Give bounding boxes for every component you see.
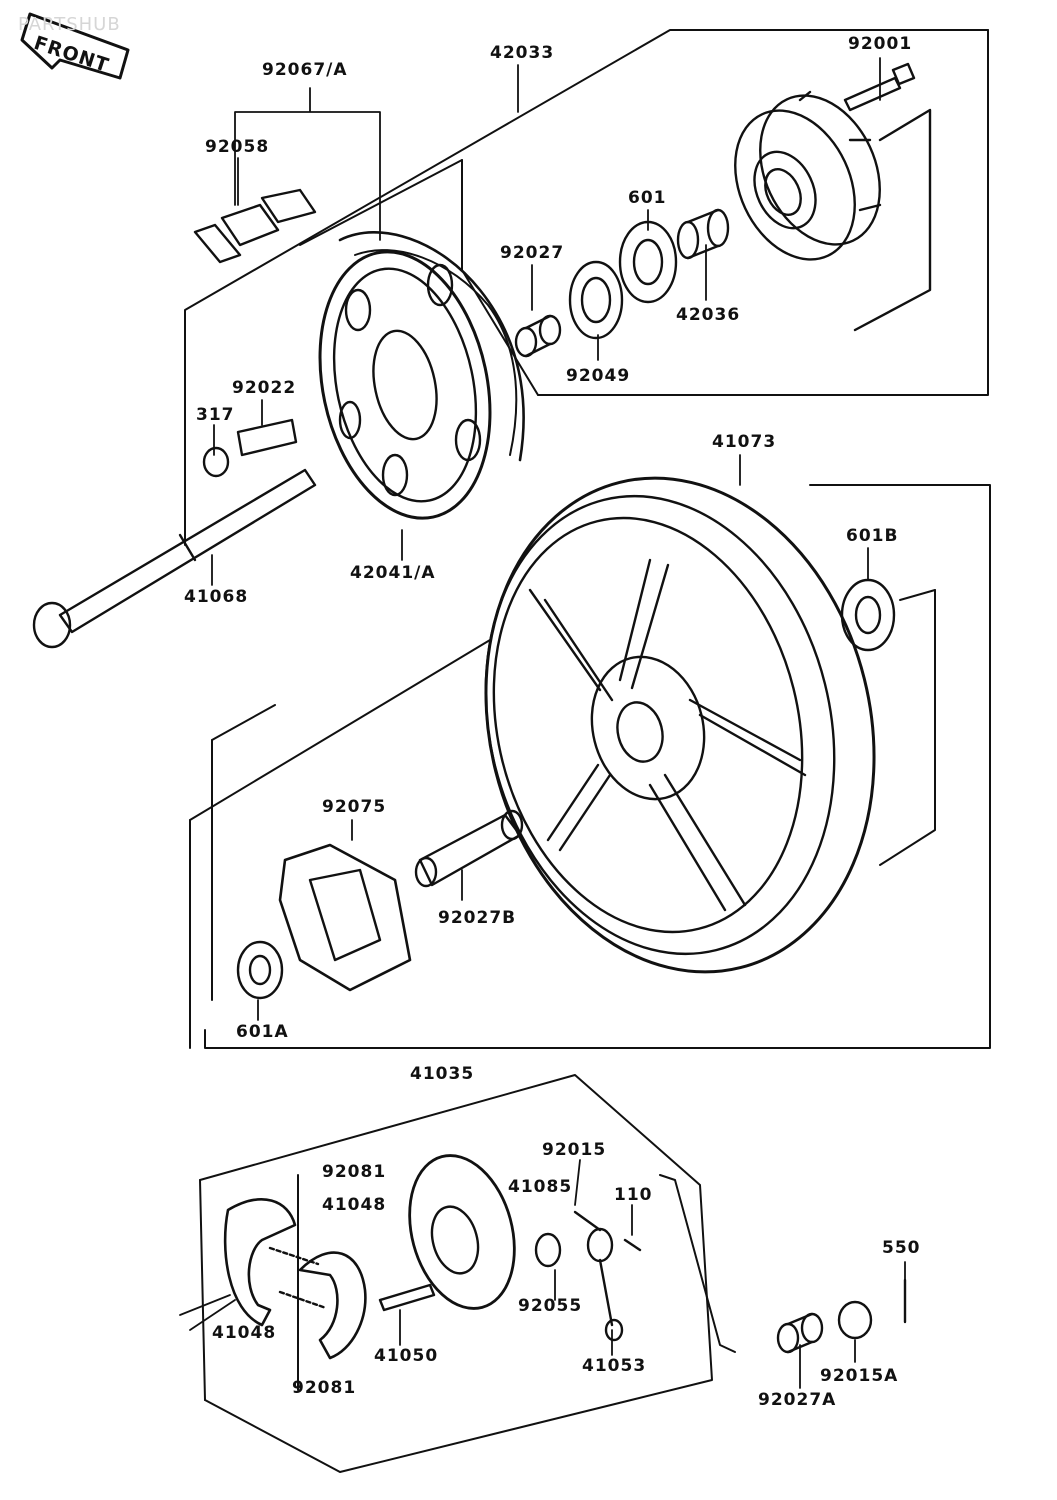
brake-cam-41050	[378, 1283, 436, 1312]
part-label: 92027B	[438, 908, 517, 928]
brake-assembly-outline	[199, 1074, 736, 1473]
front-arrow-icon	[20, 12, 130, 80]
chain-master-link-92058	[193, 188, 317, 264]
part-label: 41048	[212, 1323, 277, 1343]
cam-lever-41053	[586, 1227, 624, 1342]
part-label: 92027A	[758, 1390, 837, 1410]
part-label: 92001	[848, 34, 913, 54]
watermark: PARTSHUB	[18, 14, 121, 35]
spring-92081	[268, 1246, 328, 1310]
spacer-92027	[514, 314, 562, 358]
collar-42036	[676, 208, 730, 260]
bolt-92015	[573, 1210, 602, 1232]
part-label: 92027	[500, 243, 565, 263]
part-label: 41085	[508, 1177, 573, 1197]
axle-41068	[32, 468, 317, 649]
part-label: 92067/A	[262, 60, 348, 80]
bearing-601	[618, 220, 678, 304]
part-label: 42041/A	[350, 563, 436, 583]
seal-92055	[534, 1232, 562, 1268]
part-label: 550	[882, 1238, 921, 1258]
rear-sprocket-42041A	[318, 250, 492, 520]
lock-washer-92022	[236, 418, 298, 457]
rear-wheel-41073	[484, 476, 876, 974]
bearing-601A	[236, 940, 284, 1000]
oil-seal-92049	[568, 260, 624, 340]
leader-lines	[211, 57, 881, 1021]
axle-nut-92015A	[837, 1300, 873, 1340]
part-label: 92015A	[820, 1366, 899, 1386]
part-label: 41073	[712, 432, 777, 452]
bearing-601B	[840, 578, 896, 652]
bolt-92001	[843, 62, 916, 112]
part-label: 41048	[322, 1195, 387, 1215]
spacer-92027B	[414, 809, 524, 888]
drive-chain	[338, 231, 525, 462]
part-label: 92015	[542, 1140, 607, 1160]
part-label: 92081	[322, 1162, 387, 1182]
part-label: 41035	[410, 1064, 475, 1084]
part-label: 92049	[566, 366, 631, 386]
part-label: 41050	[374, 1346, 439, 1366]
wheel-damper-92075	[278, 843, 412, 992]
upper-assembly-outline	[184, 29, 991, 1049]
part-label: 601B	[846, 526, 899, 546]
part-label: 92081	[292, 1378, 357, 1398]
part-label: 92075	[322, 797, 387, 817]
nut-110	[623, 1238, 642, 1252]
part-label: 41068	[184, 587, 249, 607]
part-label: 601	[628, 188, 667, 208]
nut-317	[202, 446, 230, 478]
brake-shoe-41048	[223, 1198, 367, 1360]
sprocket-coupling-hub	[734, 90, 932, 332]
part-label: 92022	[232, 378, 297, 398]
part-label: 601A	[236, 1022, 289, 1042]
part-label: 41053	[582, 1356, 647, 1376]
part-label: 92058	[205, 137, 270, 157]
part-label: 42036	[676, 305, 741, 325]
part-label: 110	[614, 1185, 653, 1205]
part-label: 317	[196, 405, 235, 425]
part-label: 42033	[490, 43, 555, 63]
spacer-92027A	[776, 1312, 824, 1354]
part-label: 92055	[518, 1296, 583, 1316]
brake-panel	[408, 1154, 516, 1310]
